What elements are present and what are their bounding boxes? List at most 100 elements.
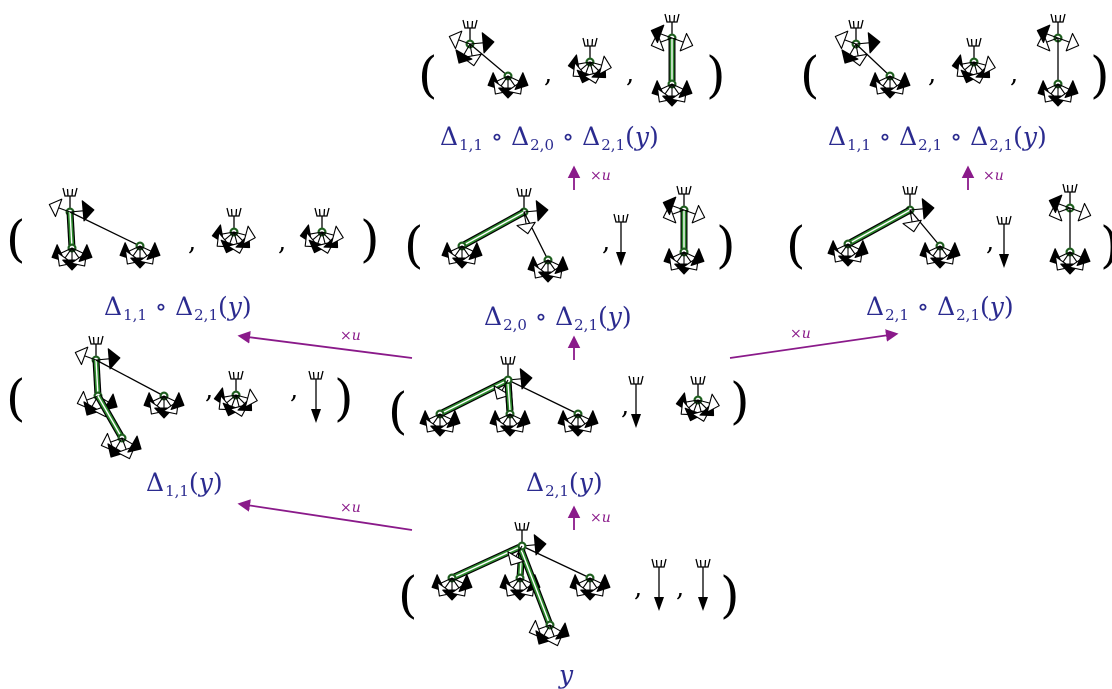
leaf-filled [107, 348, 121, 370]
root-mark [1050, 13, 1066, 38]
edge [507, 75, 520, 82]
edge [672, 205, 685, 211]
edge [847, 209, 911, 245]
open-paren: ( [800, 46, 820, 104]
edge [570, 413, 579, 425]
leaf-open [598, 55, 612, 75]
leaf-filled [999, 254, 1009, 268]
edge [233, 231, 238, 244]
edge [580, 61, 591, 71]
edge [844, 39, 857, 45]
edge [671, 83, 684, 90]
comma: , [676, 573, 684, 603]
leaf-open [244, 388, 258, 408]
root-mark [582, 37, 598, 62]
leaf-open [982, 55, 996, 75]
edge [163, 395, 176, 402]
arrow-label-low-center: ×u [590, 510, 611, 526]
label-d21-d21: Δ2,1 ∘ Δ2,1(y) [866, 292, 1014, 324]
root-mark [308, 370, 324, 395]
comma: , [928, 59, 936, 89]
edge [932, 245, 941, 257]
open-paren: ( [786, 216, 806, 274]
edge [909, 209, 941, 247]
leaf-filled [921, 198, 935, 220]
leaf-filled [458, 574, 473, 593]
root-mark [500, 355, 516, 380]
edge [132, 245, 141, 257]
root-mark [613, 213, 629, 238]
open-paren: ( [388, 382, 408, 440]
edge [498, 413, 511, 420]
comma: , [621, 391, 629, 421]
edge [69, 211, 73, 249]
root-mark [996, 215, 1012, 240]
transition-arrow [237, 331, 413, 359]
comma: , [602, 227, 610, 257]
edge [1057, 83, 1066, 95]
root-mark [651, 558, 667, 583]
edge [226, 394, 237, 404]
edge [1058, 207, 1071, 213]
root-mark [966, 37, 982, 62]
leaf-open [507, 551, 525, 566]
edge [509, 413, 518, 425]
edge [939, 245, 948, 257]
close-paren: ) [730, 372, 750, 430]
edge [509, 413, 522, 420]
edge [512, 577, 521, 589]
edge [836, 243, 849, 250]
leaf-filled [455, 49, 473, 64]
edge [882, 75, 891, 87]
edge [235, 394, 245, 404]
label-d11: Δ1,1(y) [146, 468, 223, 500]
edge [454, 245, 463, 257]
edge [1058, 203, 1071, 209]
leaf-filled [1048, 194, 1063, 214]
leaf-filled [170, 392, 185, 411]
arrow-label-mid-right: ×u [790, 326, 811, 342]
edge [321, 231, 334, 236]
leaf-open [448, 30, 463, 50]
leaf-filled [533, 534, 547, 556]
arrow-label-mid-left: ×u [340, 328, 361, 344]
edge [697, 399, 710, 404]
close-paren: ) [720, 566, 740, 624]
edge [540, 259, 549, 271]
leaf-filled [650, 24, 665, 44]
edge [519, 577, 528, 589]
edge [439, 413, 452, 420]
leaf-open [679, 32, 694, 52]
close-paren: ) [334, 369, 354, 427]
edge [589, 577, 598, 589]
leaf-filled [678, 80, 693, 99]
leaf-filled [514, 72, 529, 91]
edge [521, 545, 591, 579]
edge [502, 413, 511, 425]
edge [1057, 83, 1070, 90]
edge [961, 61, 975, 65]
edge [577, 61, 591, 65]
edge [577, 413, 590, 420]
leaf-filled [146, 242, 161, 261]
edge [233, 231, 243, 241]
edge [840, 243, 849, 255]
arrow-label-top-left: ×u [590, 168, 611, 184]
comma: , [290, 375, 298, 405]
edge [577, 413, 586, 425]
edge [224, 231, 235, 241]
root-mark [462, 19, 478, 44]
arrow-label-low-left: ×u [340, 500, 361, 516]
edge [523, 211, 549, 261]
leaf-filled [690, 248, 705, 267]
edge [163, 395, 172, 407]
leaf-open [516, 221, 536, 235]
edge [461, 245, 470, 257]
label-d11-d21: Δ1,1 ∘ Δ2,1(y) [104, 292, 252, 324]
edge [523, 211, 527, 225]
close-paren: ) [706, 46, 726, 104]
edge [671, 83, 680, 95]
edge [231, 394, 237, 407]
edge [889, 75, 898, 87]
edge [321, 231, 331, 241]
